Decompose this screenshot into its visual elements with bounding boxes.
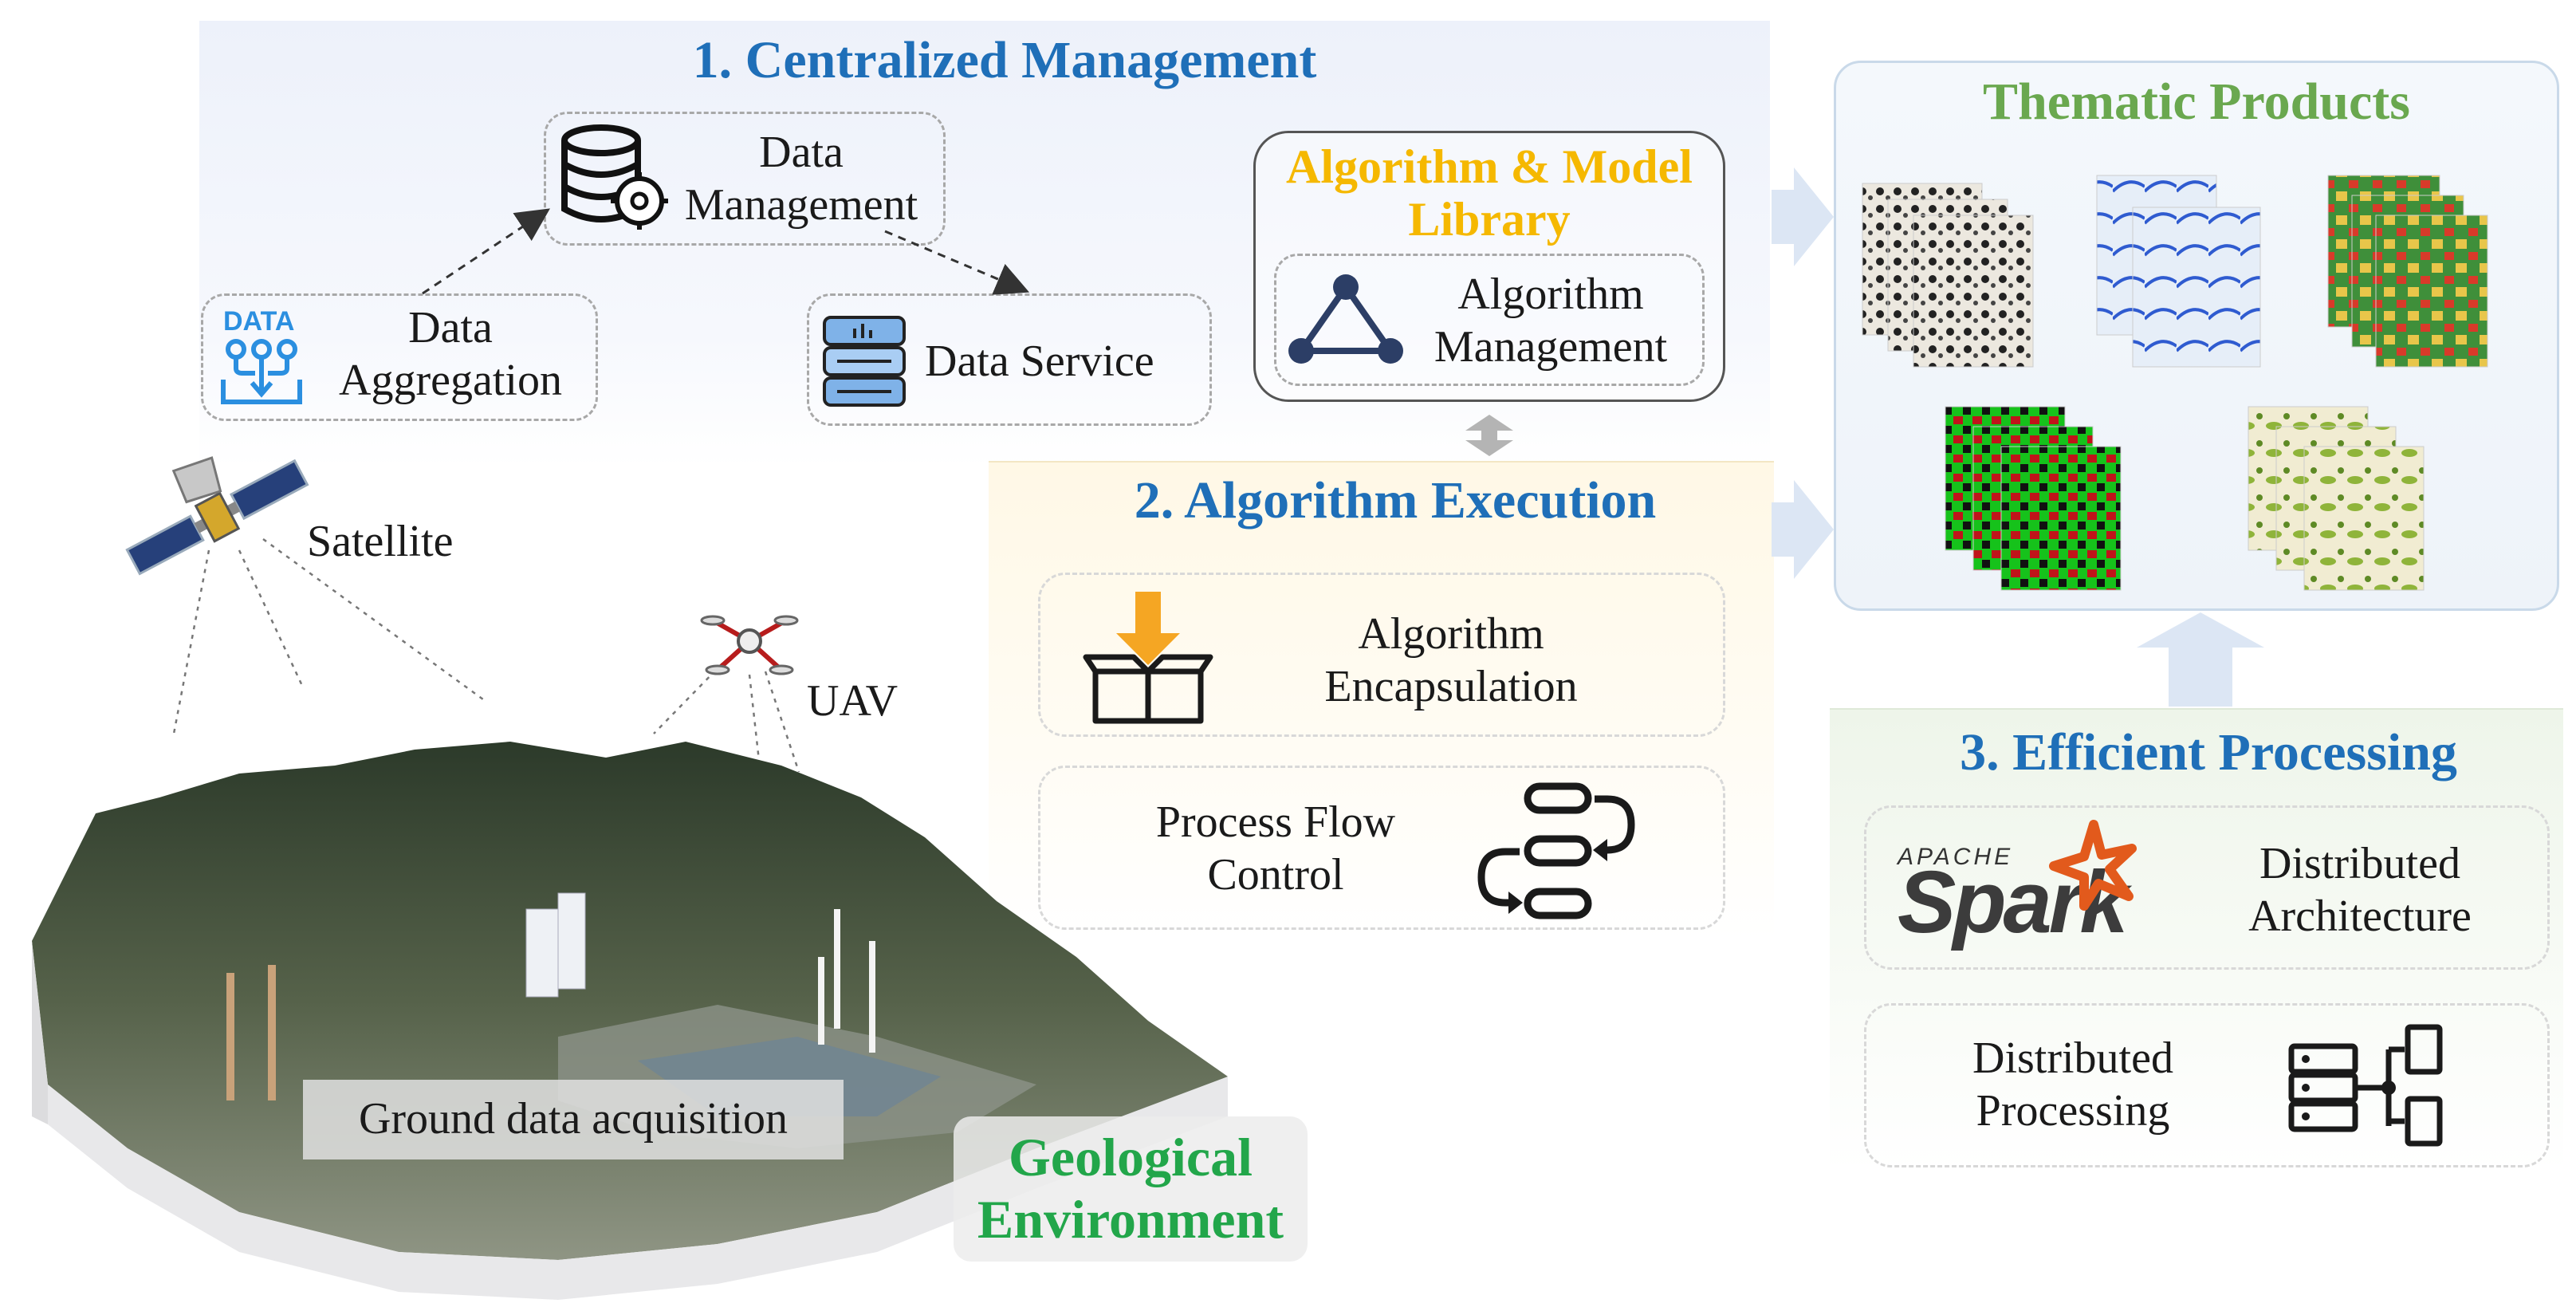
algorithm-management-label: Algorithm Management xyxy=(1403,268,1698,373)
data-management-label: Data Management xyxy=(654,126,949,231)
spark-star-icon xyxy=(2049,820,2137,911)
spark-logo-apache-text: APACHE xyxy=(1898,844,2014,870)
data-aggregation-box xyxy=(201,293,598,421)
data-aggregation-label: Data Aggregation xyxy=(311,301,590,407)
distributed-architecture-box xyxy=(1864,805,2550,970)
uav-label: UAV xyxy=(807,676,899,726)
satellite-icon xyxy=(125,456,309,576)
built-up-map-stack xyxy=(1862,183,2034,368)
efficient-processing-panel xyxy=(1830,708,2563,1171)
ground-data-acquisition-backdrop xyxy=(303,1080,844,1159)
risk-classification-map-stack xyxy=(1945,406,2122,591)
data-management-box xyxy=(544,112,946,246)
process-flow-line1: Process Flow xyxy=(1155,797,1396,847)
distributed-servers-icon xyxy=(2288,1024,2443,1147)
data-management-line1: Data xyxy=(759,128,844,177)
thematic-products-title: Thematic Products xyxy=(1983,73,2410,131)
vegetation-map-stack xyxy=(2248,406,2425,591)
algorithm-management-box xyxy=(1274,254,1705,386)
geological-line1: Geological xyxy=(1009,1127,1253,1187)
data-aggregation-icon: DATA xyxy=(221,306,302,404)
geological-environment-label: Geological Environment xyxy=(954,1126,1308,1250)
data-aggregation-line1: Data xyxy=(408,303,493,352)
thematic-map-stacks xyxy=(1862,175,2488,591)
centralized-management-title: 1. Centralized Management xyxy=(692,31,1317,89)
workflow-cycle-icon xyxy=(1477,782,1635,919)
distributed-processing-label: Distributed Processing xyxy=(1913,1032,2232,1137)
apache-spark-logo: APACHE Spark xyxy=(1898,820,2153,957)
distributed-processing-box xyxy=(1864,1003,2550,1167)
ground-data-acquisition-label: Ground data acquisition xyxy=(358,1094,789,1144)
distributed-processing-line1: Distributed xyxy=(1972,1033,2173,1083)
process-flow-box xyxy=(1038,766,1725,930)
distributed-architecture-line2: Architecture xyxy=(2248,892,2472,941)
distributed-architecture-line1: Distributed xyxy=(2259,839,2460,888)
geological-environment-backdrop xyxy=(954,1116,1308,1262)
centralized-management-panel xyxy=(199,21,1770,467)
water-network-map-stack xyxy=(2096,175,2261,368)
distributed-processing-line2: Processing xyxy=(1976,1086,2170,1136)
land-cover-map-stack xyxy=(2327,175,2488,368)
geological-line2: Environment xyxy=(977,1189,1284,1250)
data-management-line2: Management xyxy=(684,180,918,230)
algorithm-execution-title: 2. Algorithm Execution xyxy=(1134,471,1657,530)
algorithm-library-title: Algorithm & Model Library xyxy=(1253,140,1725,246)
algorithm-execution-panel xyxy=(989,461,1774,939)
algorithm-encapsulation-label: Algorithm Encapsulation xyxy=(1260,608,1642,713)
data-service-label: Data Service xyxy=(925,337,1154,386)
encapsulation-line1: Algorithm xyxy=(1358,609,1544,659)
encapsulation-line2: Encapsulation xyxy=(1324,662,1578,711)
efficient-processing-title: 3. Efficient Processing xyxy=(1960,723,2457,781)
process-flow-label: Process Flow Control xyxy=(1084,796,1467,901)
process-flow-line2: Control xyxy=(1207,850,1344,900)
database-gear-icon xyxy=(561,124,668,230)
algorithm-library-box xyxy=(1253,131,1725,402)
library-title-line1: Algorithm & Model xyxy=(1286,140,1693,193)
uav-drone-icon xyxy=(700,615,799,675)
data-aggregation-line2: Aggregation xyxy=(339,356,562,405)
server-rack-icon xyxy=(823,316,906,407)
algorithm-encapsulation-box xyxy=(1038,573,1725,737)
algorithm-management-line1: Algorithm xyxy=(1457,270,1644,319)
satellite-label: Satellite xyxy=(307,517,454,566)
library-title-line2: Library xyxy=(1408,193,1571,246)
package-box-icon xyxy=(1083,592,1213,724)
distributed-architecture-label: Distributed Architecture xyxy=(2185,837,2535,943)
data-aggregation-icon-text: DATA xyxy=(223,306,294,337)
ground-sensor-towers xyxy=(226,892,875,1100)
triangle-network-icon xyxy=(1288,274,1403,364)
algorithm-management-line2: Management xyxy=(1434,322,1668,372)
